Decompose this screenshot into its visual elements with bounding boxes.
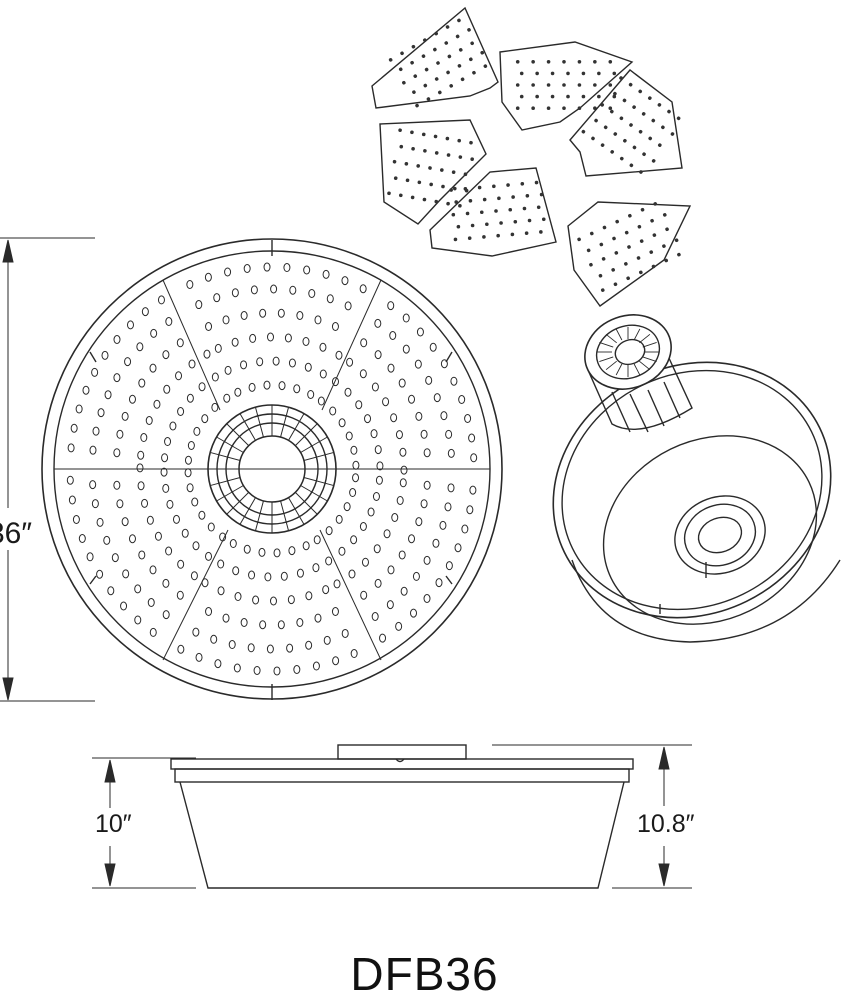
diameter-dimension [0,237,95,702]
base-height-label: 10″ [95,810,132,838]
hub-perspective [584,314,693,433]
side-elevation [170,744,634,889]
grate-segment-2 [499,41,634,131]
grate-segment-5 [429,167,557,257]
grate-segment-3 [569,69,683,177]
grate-segment-4 [379,119,487,225]
top-view-grate [41,238,503,700]
overall-height-dimension [492,744,692,889]
model-name: DFB36 [350,948,499,1000]
diameter-label: 36″ [0,517,32,550]
base-height-dimension [92,757,196,889]
grate-segment-1 [371,6,499,109]
basin-perspective [552,361,841,643]
overall-height-label: 10.8″ [637,810,695,838]
grate-segment-6 [567,201,692,307]
